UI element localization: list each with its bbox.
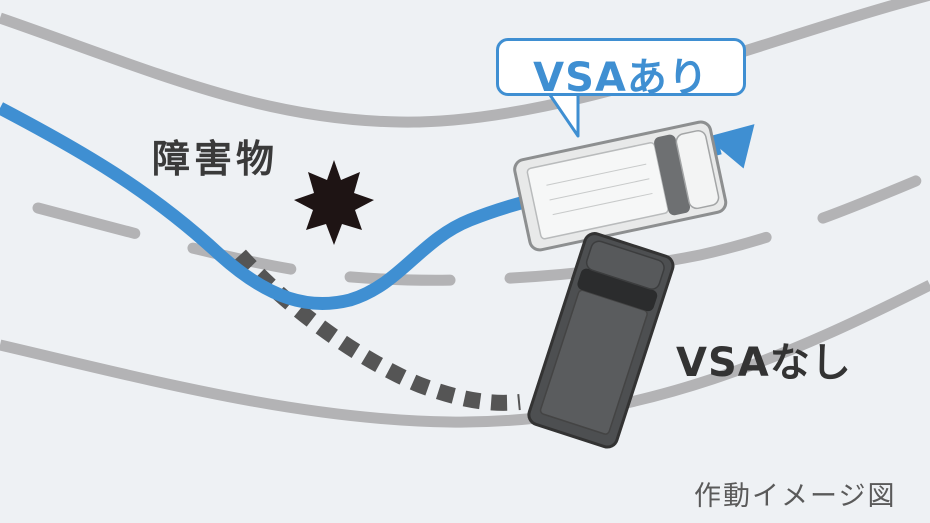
road-edge-top: [0, 0, 930, 128]
car-white-icon: [513, 120, 728, 252]
obstacle-label: 障害物: [152, 137, 279, 181]
road-edge-bottom: [0, 280, 930, 428]
vsa-on-speech-bubble: VSAあり: [496, 38, 746, 101]
car-dark-icon: [527, 232, 675, 449]
burst-star-icon: [294, 160, 374, 245]
vsa-on-path: [0, 102, 722, 311]
vsa-on-label: VSAあり: [533, 55, 709, 101]
lane-center-dashed: [32, 169, 930, 286]
arrow-right-icon: [706, 124, 755, 169]
diagram-caption: 作動イメージ図: [694, 481, 897, 512]
vsa-off-label: VSAなし: [676, 340, 852, 386]
